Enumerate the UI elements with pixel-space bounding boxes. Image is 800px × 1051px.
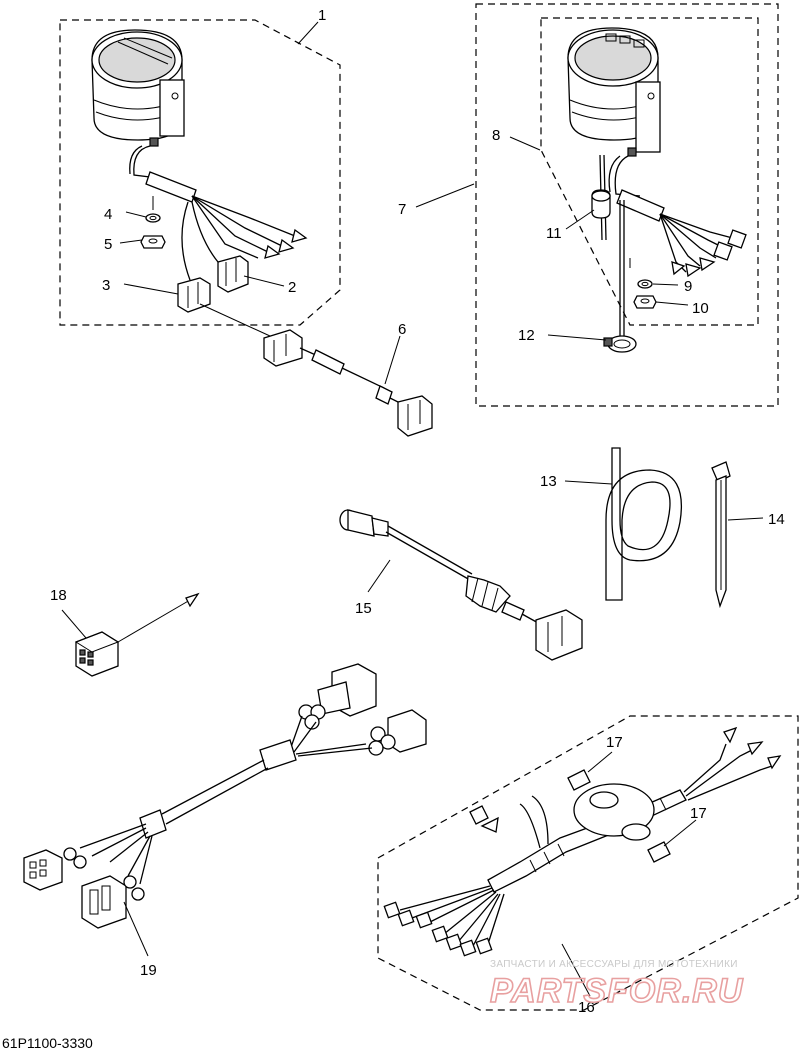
tube-13 (605, 447, 682, 601)
leader-17a (587, 751, 613, 773)
label-9: 9 (684, 278, 692, 295)
gauge-8 (567, 27, 661, 197)
leader-12 (547, 334, 607, 341)
nut-10 (633, 295, 657, 309)
connector-18 (74, 592, 200, 677)
terminal-17-b (647, 841, 671, 863)
leader-6 (384, 335, 401, 385)
label-10: 10 (692, 300, 709, 317)
label-17b: 17 (690, 805, 707, 822)
leader-3 (123, 283, 179, 295)
label-8: 8 (492, 127, 500, 144)
leader-15 (367, 559, 391, 593)
label-17a: 17 (606, 734, 623, 751)
leader-14 (727, 517, 764, 521)
leader-2 (243, 275, 285, 287)
leader-11 (565, 209, 595, 230)
connector-3 (177, 277, 211, 313)
assembly-1-box (59, 19, 341, 326)
label-4: 4 (104, 206, 112, 223)
leader-1 (297, 21, 319, 45)
label-14: 14 (768, 511, 785, 528)
label-3: 3 (102, 277, 110, 294)
assembly-7-box (475, 3, 779, 407)
label-18: 18 (50, 587, 67, 604)
cable-15 (339, 509, 583, 661)
main-harness-19 (23, 663, 427, 929)
label-6: 6 (398, 321, 406, 338)
gauge-8-harness (616, 189, 747, 278)
assembly-16-box (377, 715, 799, 1011)
label-13: 13 (540, 473, 557, 490)
terminal-17-a (567, 769, 591, 791)
leader-16 (561, 943, 591, 997)
wire-harness-16 (383, 726, 782, 957)
watermark-tagline: ЗАПЧАСТИ И АКСЕССУАРЫ ДЛЯ МОТОТЕХНИКИ (490, 959, 738, 970)
leader-7 (415, 183, 475, 208)
connector-2 (217, 255, 249, 293)
leader-13 (564, 480, 613, 485)
label-12: 12 (518, 327, 535, 344)
watermark-brand: PARTSFOR.RU (490, 972, 744, 1010)
washer-4 (145, 196, 161, 223)
leader-5 (119, 239, 143, 244)
clamp-12 (603, 335, 637, 353)
leader-10 (655, 301, 689, 306)
nut-5 (140, 235, 166, 249)
label-19: 19 (140, 962, 157, 979)
leader-19 (123, 901, 149, 957)
label-5: 5 (104, 236, 112, 253)
label-11: 11 (546, 225, 562, 242)
label-15: 15 (355, 600, 372, 617)
label-1: 1 (318, 7, 326, 24)
cable-tie-14 (711, 461, 731, 609)
leader-18 (61, 609, 87, 639)
gauge-1-harness (145, 171, 308, 281)
cap-11 (591, 189, 611, 219)
label-16: 16 (578, 999, 595, 1016)
label-7: 7 (398, 201, 406, 218)
gauge-1 (91, 29, 185, 179)
diagram-code: 61P1100-3330 (2, 1035, 93, 1051)
leader-17b (663, 819, 697, 847)
leader-8 (509, 136, 541, 151)
washer-9 (637, 279, 653, 289)
leader-9 (652, 283, 679, 286)
leader-4 (125, 211, 147, 218)
extension-harness-6 (199, 303, 433, 437)
label-2: 2 (288, 279, 296, 296)
assembly-8-box (540, 17, 759, 326)
